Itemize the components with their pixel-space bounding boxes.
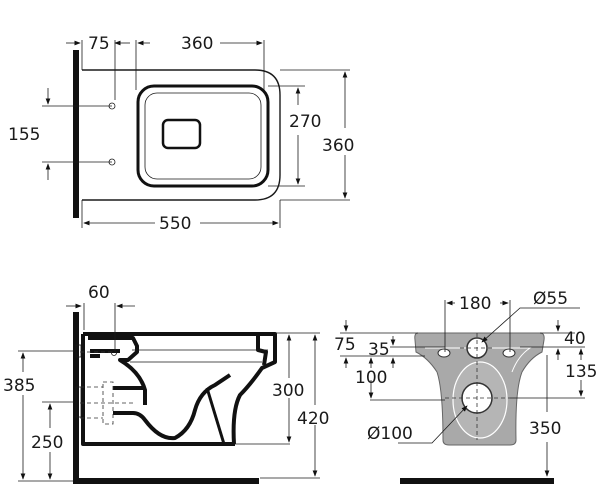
- rim-channel: [88, 336, 147, 405]
- fixing-hole-right: [502, 348, 516, 358]
- dim-o100: Ø100: [367, 424, 413, 444]
- dim-420: 420: [297, 409, 329, 429]
- wall: [73, 50, 79, 218]
- bowl-outline: [82, 69, 281, 201]
- dim-270: 270: [289, 112, 321, 132]
- dim-75-top: 75: [88, 34, 110, 54]
- dim-250: 250: [31, 433, 63, 453]
- dim-o55: Ø55: [533, 289, 568, 309]
- rear-view: 180 Ø55 75 35 100 40 135 Ø100 350: [334, 289, 597, 484]
- floor: [73, 478, 259, 484]
- dim-385: 385: [3, 376, 35, 396]
- dim-135: 135: [565, 362, 597, 382]
- fixing-hole-left: [437, 348, 451, 358]
- dim-550: 550: [159, 214, 191, 234]
- dim-75-rear: 75: [334, 335, 356, 355]
- trap: [113, 373, 232, 441]
- side-view: 60 385 250 300 420: [3, 283, 329, 484]
- dim-360-width: 360: [181, 34, 213, 54]
- seat-inner: [144, 92, 262, 180]
- seat-outline: [136, 84, 270, 188]
- dim-350: 350: [529, 419, 561, 439]
- dim-100: 100: [355, 368, 387, 388]
- top-view: 75 360 155 270 360 550: [8, 34, 354, 234]
- dim-180: 180: [459, 294, 491, 314]
- dim-300: 300: [272, 381, 304, 401]
- floor: [400, 478, 554, 484]
- dim-60: 60: [88, 283, 110, 303]
- dim-35: 35: [368, 340, 390, 360]
- dim-40: 40: [564, 329, 586, 349]
- dim-360-depth: 360: [322, 136, 354, 156]
- dim-155: 155: [8, 125, 40, 145]
- lid-hinge: [161, 118, 202, 150]
